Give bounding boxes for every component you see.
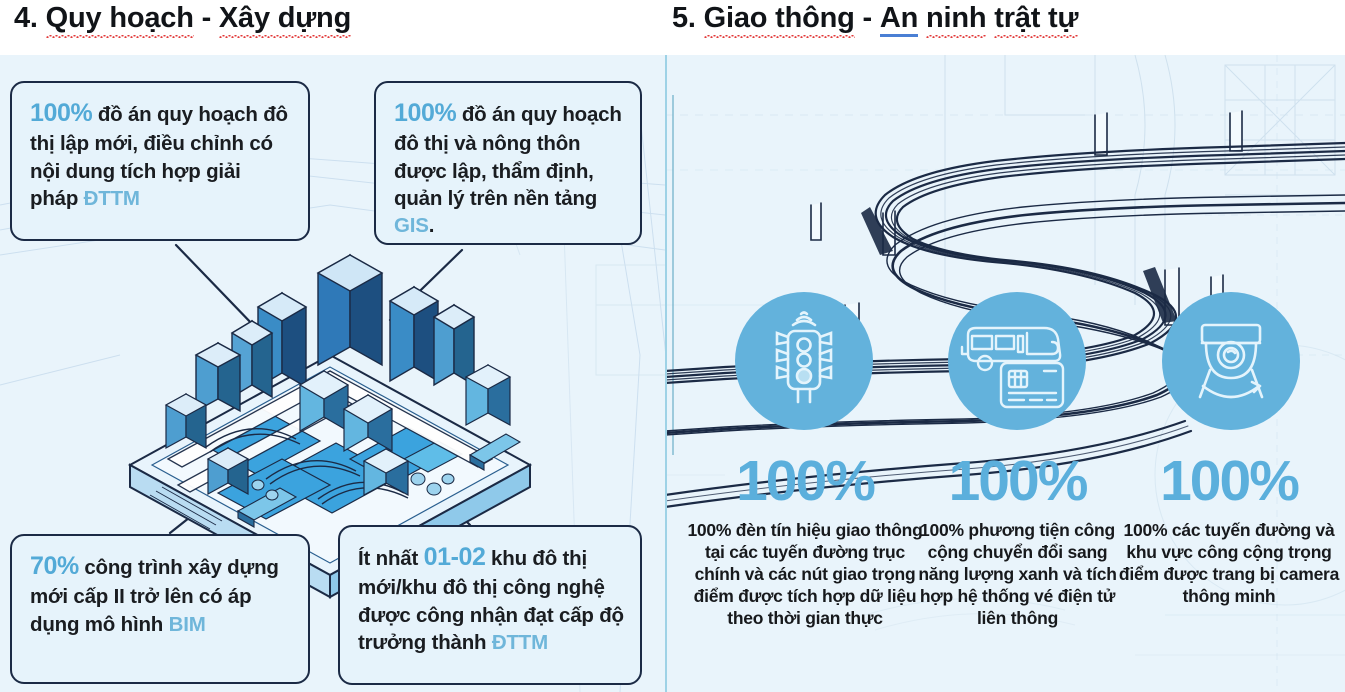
bus-smartcard-icon bbox=[960, 326, 1065, 409]
callout-suffix-top-right: . bbox=[428, 214, 435, 237]
callout-lead-bottom-right: 01-02 bbox=[423, 543, 486, 571]
stat-caption-2: 100% phương tiện công cộng chuyển đổi sa… bbox=[918, 520, 1117, 629]
stat-block-traffic-light: 100% 100% đèn tín hiệu giao thông tại cá… bbox=[685, 453, 925, 629]
callout-text-top-right: 100% đồ án quy hoạch đô thị và nông thôn… bbox=[394, 97, 624, 239]
section-5-index: 5. bbox=[672, 2, 696, 34]
section-4-dash: - bbox=[193, 2, 219, 34]
callout-text-top-left: 100% đồ án quy hoạch đô thị lập mới, điề… bbox=[30, 97, 292, 212]
stat-block-camera: 100% 100% các tuyến đường và khu vực côn… bbox=[1113, 453, 1345, 607]
section-5-word-1: Giao thông bbox=[703, 2, 855, 39]
section-5-word-ninh: ninh bbox=[925, 2, 987, 39]
section-5-dash: - bbox=[854, 2, 880, 34]
callout-body-top-right: đồ án quy hoạch đô thị và nông thôn được… bbox=[394, 103, 622, 210]
callout-planning-bottom-right[interactable]: Ít nhất 01-02 khu đô thị mới/khu đô thị … bbox=[338, 525, 642, 685]
callout-prefix-bottom-right: Ít nhất bbox=[358, 547, 424, 570]
section-5-word-an: An bbox=[879, 2, 918, 39]
callout-highlight-bottom-left: BIM bbox=[168, 612, 206, 636]
section-4-index: 4. bbox=[14, 2, 38, 34]
icon-circle-traffic-light[interactable] bbox=[735, 292, 873, 430]
section-5-space-1 bbox=[918, 2, 926, 34]
infographic-body: 100% đồ án quy hoạch đô thị lập mới, điề… bbox=[0, 55, 1345, 692]
title-bar: 4. Quy hoạch - Xây dựng 5. Giao thông - … bbox=[0, 0, 1345, 55]
section-4-word-2: Xây dựng bbox=[218, 2, 351, 39]
callout-highlight-top-right: GIS bbox=[394, 214, 429, 237]
stat-number-2: 100% bbox=[948, 449, 1089, 513]
stat-number-3: 100% bbox=[1160, 449, 1300, 513]
section-4-word-1: Quy hoạch bbox=[45, 2, 194, 39]
section-title-5: 5. Giao thông - An ninh trật tự bbox=[672, 2, 1078, 39]
stat-caption-3: 100% các tuyến đường và khu vực công cộn… bbox=[1118, 520, 1340, 607]
stat-block-public-transport: 100% 100% phương tiện công cộng chuyển đ… bbox=[905, 453, 1130, 629]
icon-circle-cctv-camera[interactable] bbox=[1162, 292, 1300, 430]
section-title-4: 4. Quy hoạch - Xây dựng bbox=[14, 2, 351, 39]
section-5-space-2 bbox=[986, 2, 994, 34]
stat-number-1: 100% bbox=[736, 449, 876, 513]
callout-highlight-top-left: ĐTTM bbox=[83, 186, 140, 210]
callout-text-bottom-right: Ít nhất 01-02 khu đô thị mới/khu đô thị … bbox=[358, 541, 624, 656]
panel-divider bbox=[665, 55, 667, 692]
icon-circle-bus-smartcard[interactable] bbox=[948, 292, 1086, 430]
callout-lead-top-left: 100% bbox=[30, 99, 93, 127]
traffic-light-icon bbox=[775, 311, 833, 404]
callout-planning-top-right[interactable]: 100% đồ án quy hoạch đô thị và nông thôn… bbox=[374, 81, 642, 245]
callout-body-bottom-right: khu đô thị mới/khu đô thị công nghệ được… bbox=[358, 547, 624, 654]
callout-body-bottom-left: công trình xây dựng mới cấp II trở lên c… bbox=[30, 556, 279, 636]
cctv-camera-icon bbox=[1198, 323, 1264, 399]
stat-caption-1: 100% đèn tín hiệu giao thông tại các tuy… bbox=[687, 520, 923, 629]
callout-planning-bottom-left[interactable]: 70% công trình xây dựng mới cấp II trở l… bbox=[10, 534, 310, 684]
transport-panel: 100% 100% đèn tín hiệu giao thông tại cá… bbox=[665, 55, 1345, 692]
planning-panel: 100% đồ án quy hoạch đô thị lập mới, điề… bbox=[0, 55, 665, 692]
callout-lead-bottom-left: 70% bbox=[30, 552, 79, 580]
section-5-word-trattu: trật tự bbox=[994, 2, 1078, 39]
callout-text-bottom-left: 70% công trình xây dựng mới cấp II trở l… bbox=[30, 550, 292, 638]
callout-highlight-bottom-right: ĐTTM bbox=[491, 630, 548, 654]
callout-lead-top-right: 100% bbox=[394, 99, 457, 127]
callout-body-top-left: đồ án quy hoạch đô thị lập mới, điều chỉ… bbox=[30, 103, 288, 210]
callout-planning-top-left[interactable]: 100% đồ án quy hoạch đô thị lập mới, điề… bbox=[10, 81, 310, 241]
